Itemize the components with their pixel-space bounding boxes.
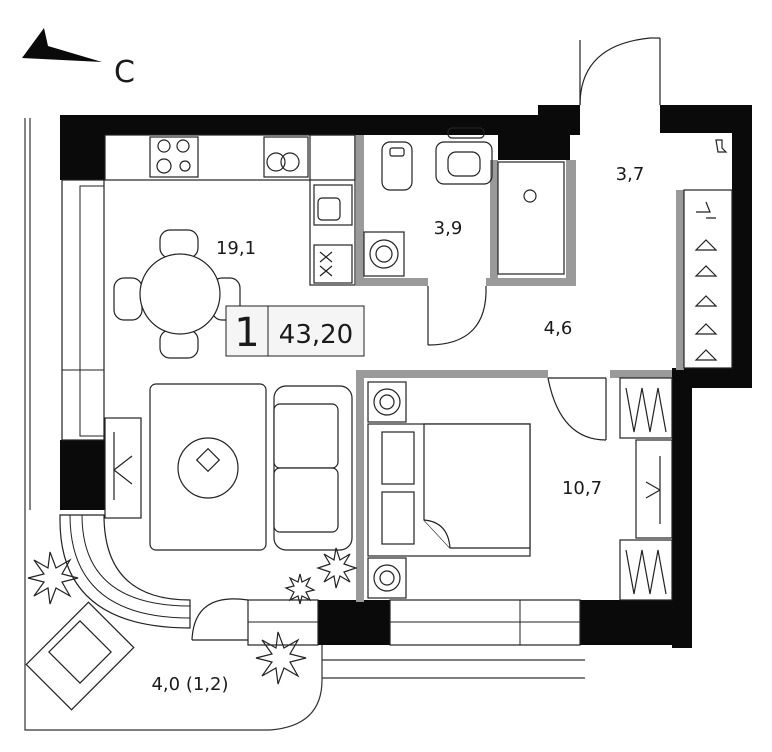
shower-icon: [498, 162, 564, 274]
door-swings: [191, 37, 661, 641]
toilet-icon: [382, 142, 412, 190]
dining-table: [113, 229, 241, 359]
bedroom-wardrobe: [619, 377, 673, 601]
interior-partitions: [356, 135, 684, 602]
bathroom-fixtures: [363, 127, 565, 277]
kitchen-sink-icon: [264, 137, 308, 177]
area-hallway: 4,6: [544, 318, 573, 339]
living-rug: [149, 383, 267, 551]
room-count: 1: [234, 310, 259, 356]
north-arrow-icon: [22, 28, 102, 62]
area-wardrobe: 3,7: [616, 164, 645, 185]
balcony-lounger: [25, 601, 135, 711]
sofa: [273, 385, 353, 551]
living-room-window: [61, 179, 105, 441]
compass-label: С: [114, 55, 135, 90]
balcony-outline: [24, 118, 585, 731]
area-bedroom: 10,7: [562, 478, 602, 499]
hanger-icon: [684, 240, 732, 368]
bed: [367, 381, 531, 599]
wardrobe: [683, 139, 733, 369]
bedroom-window: [247, 599, 581, 646]
area-kitchen-living: 19,1: [216, 238, 256, 259]
shoe-icon: [690, 196, 730, 232]
balcony-curved-glazing: [59, 514, 191, 629]
area-balcony: 4,0 (1,2): [151, 674, 228, 695]
stove-icon: [150, 137, 198, 177]
plant-icon: [27, 547, 358, 685]
tv-stand: [104, 417, 142, 519]
exterior-walls: [60, 105, 752, 648]
total-area: 43,20: [279, 320, 353, 350]
kitchen-counter: [104, 134, 356, 286]
area-bathroom: 3,9: [434, 218, 463, 239]
apartment-badge: [225, 305, 365, 357]
